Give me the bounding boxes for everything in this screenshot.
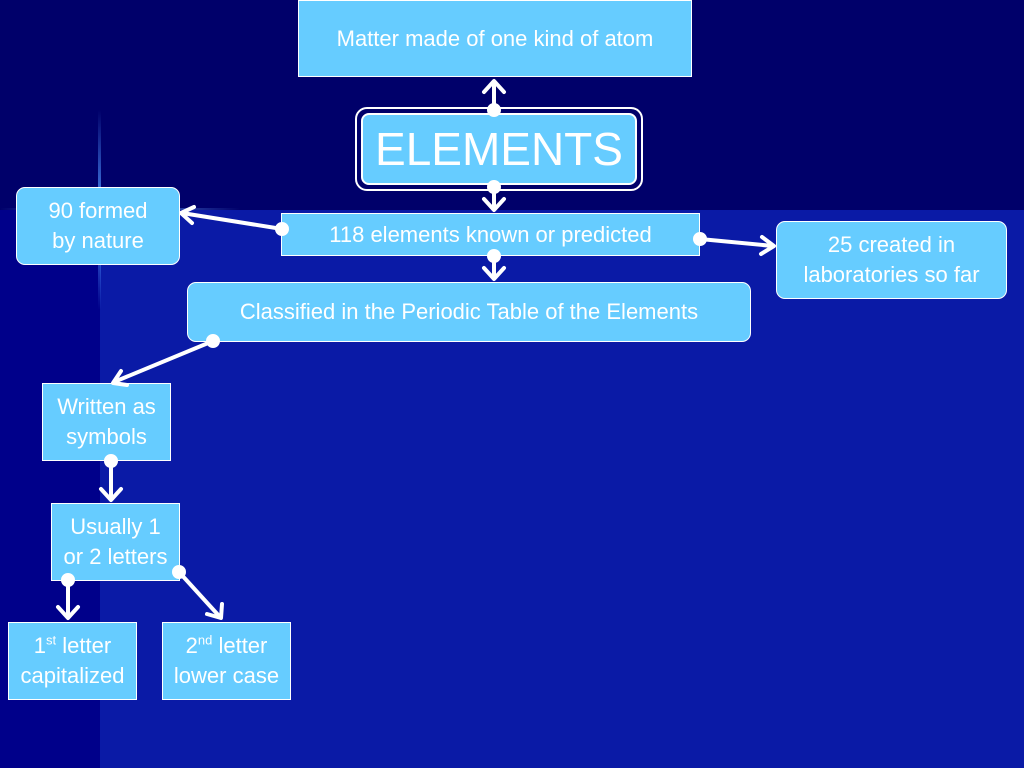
connector-letters-to-first	[56, 573, 80, 620]
node-second-letter-lowercase: 2nd letter lower case	[162, 622, 291, 700]
node-known-count: 118 elements known or predicted	[281, 213, 700, 256]
node-second-ordinal: nd	[197, 632, 213, 648]
node-first-line2: capitalized	[20, 663, 125, 688]
node-symbols-line2: symbols	[66, 424, 147, 449]
connector-known-to-labs	[693, 232, 776, 256]
node-one-or-two-letters: Usually 1 or 2 letters	[51, 503, 180, 581]
node-second-word: letter	[212, 633, 268, 658]
connector-symbols-to-letters	[99, 454, 123, 502]
connector-elements-to-matter	[482, 79, 506, 117]
node-classified-text: Classified in the Periodic Table of the …	[239, 299, 699, 324]
node-written-as-symbols: Written as symbols	[42, 383, 171, 461]
node-first-word: letter	[56, 633, 112, 658]
node-second-line2: lower case	[173, 663, 280, 688]
node-letters-line1: Usually 1	[70, 514, 161, 539]
connector-letters-to-second	[172, 565, 224, 620]
node-nature-line2: by nature	[52, 228, 144, 253]
connector-elements-to-known	[482, 180, 506, 212]
connector-classified-to-symbols	[111, 334, 220, 387]
node-formed-by-nature: 90 formed by nature	[16, 187, 180, 265]
node-symbols-line1: Written as	[57, 394, 156, 419]
node-first-ordinal: st	[46, 632, 57, 648]
node-matter-definition: Matter made of one kind of atom	[298, 0, 692, 77]
node-periodic-table: Classified in the Periodic Table of the …	[187, 282, 751, 342]
connector-known-to-nature	[179, 205, 289, 236]
node-first-line1: 1st letter	[34, 631, 111, 661]
node-labs-line1: 25 created in	[827, 232, 956, 257]
node-first-number: 1	[33, 633, 47, 658]
node-created-in-labs: 25 created in laboratories so far	[776, 221, 1007, 299]
node-known-text: 118 elements known or predicted	[329, 222, 652, 247]
node-letters-line2: or 2 letters	[63, 544, 168, 569]
node-first-letter-capitalized: 1st letter capitalized	[8, 622, 137, 700]
connector-known-to-classified	[482, 249, 506, 281]
node-labs-line2: laboratories so far	[803, 262, 980, 287]
node-elements-text: ELEMENTS	[375, 123, 623, 175]
node-nature-line1: 90 formed	[48, 198, 148, 223]
node-matter-text: Matter made of one kind of atom	[336, 25, 654, 51]
node-second-number: 2	[185, 633, 198, 658]
node-second-line1: 2nd letter	[186, 631, 268, 661]
